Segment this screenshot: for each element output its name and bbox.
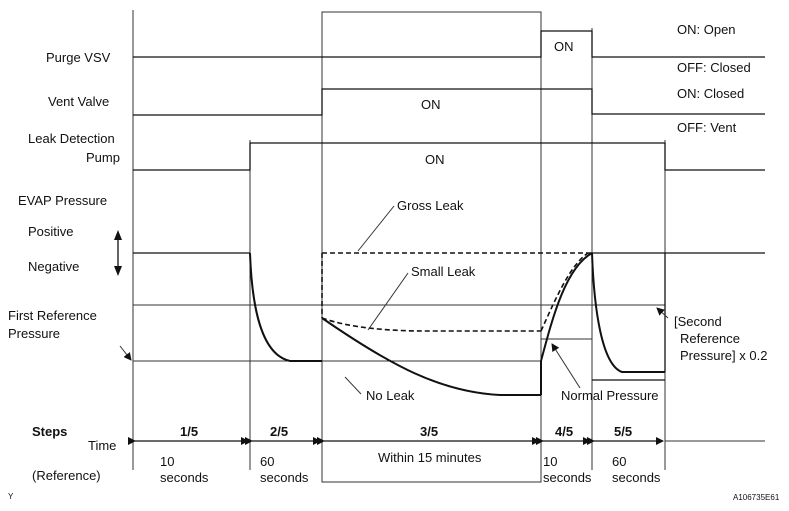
- label-no-leak: No Leak: [366, 388, 415, 403]
- step5-drop-curve: [591, 252, 665, 373]
- purge-on-state: ON: Open: [677, 22, 736, 37]
- small-leak-rise: [540, 252, 589, 332]
- pump-trace: [133, 142, 765, 171]
- step-4-time-1: 10: [543, 454, 557, 469]
- purge-off-state: OFF: Closed: [677, 60, 751, 75]
- figure-id: A106735E61: [733, 493, 780, 502]
- step-5-time-2: seconds: [612, 470, 661, 485]
- label-second-ref-3: Pressure] x 0.2: [680, 348, 767, 363]
- vent-valve-trace: [133, 88, 765, 116]
- purge-vsv-trace: [133, 30, 765, 58]
- footer-left-mark: Y: [8, 492, 14, 501]
- step-2-time-1: 60: [260, 454, 274, 469]
- label-positive: Positive: [28, 224, 74, 239]
- step-4-label: 4/5: [555, 424, 573, 439]
- gross-leak-leader: [357, 205, 395, 252]
- label-second-ref-1: [Second: [674, 314, 722, 329]
- first-ref-leader: [119, 345, 132, 361]
- arrow-down-icon: [114, 266, 122, 276]
- arrow-up-icon: [114, 230, 122, 240]
- step-5-label: 5/5: [614, 424, 632, 439]
- reference-label: (Reference): [32, 468, 101, 483]
- step-2-time-2: seconds: [260, 470, 309, 485]
- step-1-label: 1/5: [180, 424, 198, 439]
- label-first-ref-1: First Reference: [8, 308, 97, 323]
- on-label-purge: ON: [554, 39, 574, 54]
- step-2-label: 2/5: [270, 424, 288, 439]
- label-normal-pressure: Normal Pressure: [561, 388, 659, 403]
- normal-pressure-rise: [540, 252, 593, 395]
- label-first-ref-2: Pressure: [8, 326, 60, 341]
- step-3-label: 3/5: [420, 424, 438, 439]
- no-leak-leader: [344, 376, 362, 395]
- step-3-time-1: Within 15 minutes: [378, 450, 482, 465]
- pressure-drop-curve: [249, 252, 322, 362]
- no-leak-curve: [321, 317, 541, 396]
- time-label: Time: [88, 438, 116, 453]
- step-5-time-1: 60: [612, 454, 626, 469]
- step-4-time-2: seconds: [543, 470, 592, 485]
- steps-label: Steps: [32, 424, 67, 439]
- small-leak-leader: [367, 272, 409, 331]
- step-1-time-2: seconds: [160, 470, 209, 485]
- normal-pressure-leader: [551, 343, 581, 389]
- label-vent-valve: Vent Valve: [48, 94, 109, 109]
- label-gross-leak: Gross Leak: [397, 198, 464, 213]
- label-purge-vsv: Purge VSV: [46, 50, 111, 65]
- phase-box-3: [321, 11, 542, 483]
- second-ref-leader: [656, 307, 669, 319]
- label-leak-pump-2: Pump: [86, 150, 120, 165]
- vent-off-state: OFF: Vent: [677, 120, 737, 135]
- label-small-leak: Small Leak: [411, 264, 476, 279]
- step-1-time-1: 10: [160, 454, 174, 469]
- small-leak-curve: [321, 317, 541, 332]
- vent-on-state: ON: Closed: [677, 86, 744, 101]
- on-label-pump: ON: [425, 152, 445, 167]
- label-evap-pressure: EVAP Pressure: [18, 193, 107, 208]
- on-label-vent: ON: [421, 97, 441, 112]
- label-leak-pump-1: Leak Detection: [28, 131, 115, 146]
- label-second-ref-2: Reference: [680, 331, 740, 346]
- label-negative: Negative: [28, 259, 79, 274]
